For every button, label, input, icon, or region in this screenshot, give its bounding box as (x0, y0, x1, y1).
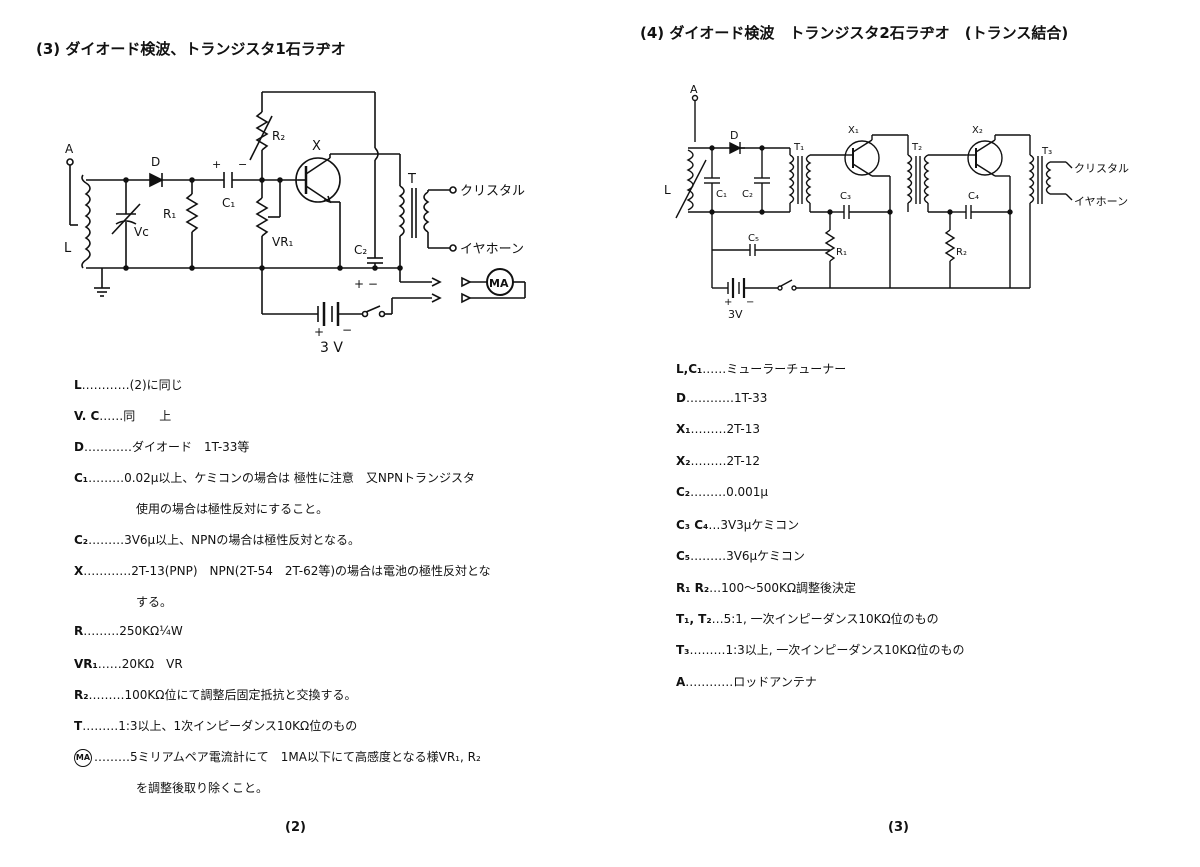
part-item: D…………1T-33 (676, 391, 768, 405)
battery-voltage-label: 3 V (320, 340, 343, 356)
c2-label: C₂ (354, 243, 367, 257)
part-item: X₂………2T-12 (676, 454, 760, 468)
transformer-t (398, 185, 405, 237)
part-item: C₂………0.001μ (676, 485, 769, 499)
transistor-x1 (844, 140, 880, 176)
part-item: X…………2T-13(PNP) NPN(2T-54 2T-62等)の場合は電池の… (74, 564, 491, 609)
r1-label: R₁ (836, 247, 847, 258)
page-left: (3) ダイオード検波、トランジスタ1石ラヂオ A L Vc D (36, 40, 526, 835)
part-item: L…………(2)に同じ (74, 378, 183, 392)
r2-label: R₂ (956, 247, 967, 258)
part-item: T₁, T₂…5:1, 一次インピーダンス10KΩ位のもの (676, 612, 939, 626)
page-number-left: (2) (285, 820, 306, 835)
t2-label: T₂ (911, 142, 922, 153)
page-title: (4) ダイオード検波 トランジスタ2石ラヂオ (トランス結合) (640, 24, 1069, 42)
part-item: R………250KΩ¼W (74, 624, 183, 638)
svg-text:+ −: + − (354, 277, 378, 291)
part-item: C₃ C₄…3V3μケミコン (676, 518, 800, 532)
transformer-label: T (407, 172, 416, 187)
coil-label: L (664, 183, 671, 197)
earphone-label: イヤホーン (1074, 195, 1128, 208)
svg-text:+: + (212, 158, 221, 171)
c1-label: C₁ (222, 196, 235, 210)
transistor-x (295, 157, 341, 203)
transistor-label: X (312, 139, 321, 154)
part-item: R₁ R₂…100～500KΩ調整後決定 (676, 581, 857, 595)
part-item: C₁………0.02μ以上、ケミコンの場合は 極性に注意 又NPNトランジスタ使用… (74, 471, 476, 516)
resistor-r1 (824, 229, 836, 262)
varcap-label: Vc (134, 225, 149, 239)
page-number-right: (3) (888, 820, 909, 835)
page-title: (3) ダイオード検波、トランジスタ1石ラヂオ (36, 40, 346, 58)
antenna-label: A (690, 83, 698, 96)
coil-label: L (64, 241, 72, 256)
c5-label: C₅ (748, 233, 759, 244)
resistor-r1 (185, 193, 199, 233)
transistor-x2 (967, 140, 1003, 176)
diode-label: D (730, 129, 738, 142)
c4-label: C₄ (968, 191, 979, 202)
t1-label: T₁ (793, 142, 804, 153)
part-item: R₂………100KΩ位にて調整后固定抵抗と交換する。 (74, 688, 357, 702)
part-item: V. C……同 上 (74, 409, 172, 423)
resistor-r2 (944, 229, 956, 262)
svg-text:−: − (238, 158, 247, 171)
antenna-label: A (65, 142, 74, 156)
coil-l (84, 182, 91, 261)
x2-label: X₂ (972, 125, 983, 136)
part-item: C₅………3V6μケミコン (676, 549, 805, 563)
resistor-vr1 (255, 197, 269, 237)
part-item: X₁………2T-13 (676, 422, 760, 436)
c2-label: C₂ (742, 189, 753, 200)
ammeter-symbol-icon: MA (74, 748, 92, 767)
battery-voltage-label: 3V (728, 308, 743, 321)
part-item: D…………ダイオード 1T-33等 (74, 440, 250, 454)
r2-label: R₂ (272, 129, 285, 143)
crystal-label: クリスタル (1074, 162, 1129, 175)
antenna-terminal (66, 158, 74, 166)
t3-label: T₃ (1041, 146, 1052, 157)
part-item: VR₁……20KΩ VR (74, 657, 183, 671)
svg-text:+: + (724, 297, 732, 308)
c3-label: C₃ (840, 191, 851, 202)
crystal-label: クリスタル (460, 184, 525, 199)
resistor-r2 (255, 111, 269, 151)
r1-label: R₁ (163, 207, 176, 221)
circuit-diagram-one-transistor: A L Vc D R₁ C₁ (64, 91, 526, 356)
c1-label: C₁ (716, 189, 727, 200)
part-item: C₂………3V6μ以上、NPNの場合は極性反対となる。 (74, 533, 361, 547)
earphone-label: イヤホーン (460, 242, 524, 257)
svg-text:−: − (746, 297, 754, 308)
part-item: A…………ロッドアンテナ (676, 675, 817, 689)
page-right: (4) ダイオード検波 トランジスタ2石ラヂオ (トランス結合) A L C₁ … (600, 0, 1200, 867)
part-item: L,C₁……ミューラーチューナー (676, 362, 847, 376)
meter-label: MA (489, 277, 509, 290)
svg-text:−: − (342, 323, 352, 337)
vr1-label: VR₁ (272, 235, 294, 249)
x1-label: X₁ (848, 125, 859, 136)
part-item: T₃………1:3以上, 一次インピーダンス10KΩ位のもの (676, 643, 965, 657)
part-item: T………1:3以上、1次インピーダンス10KΩ位のもの (74, 719, 358, 733)
svg-text:+: + (314, 325, 324, 339)
circuit-diagram-two-transistor: A L C₁ D C₂ T₁ (664, 83, 1129, 321)
diode-label: D (151, 155, 160, 169)
